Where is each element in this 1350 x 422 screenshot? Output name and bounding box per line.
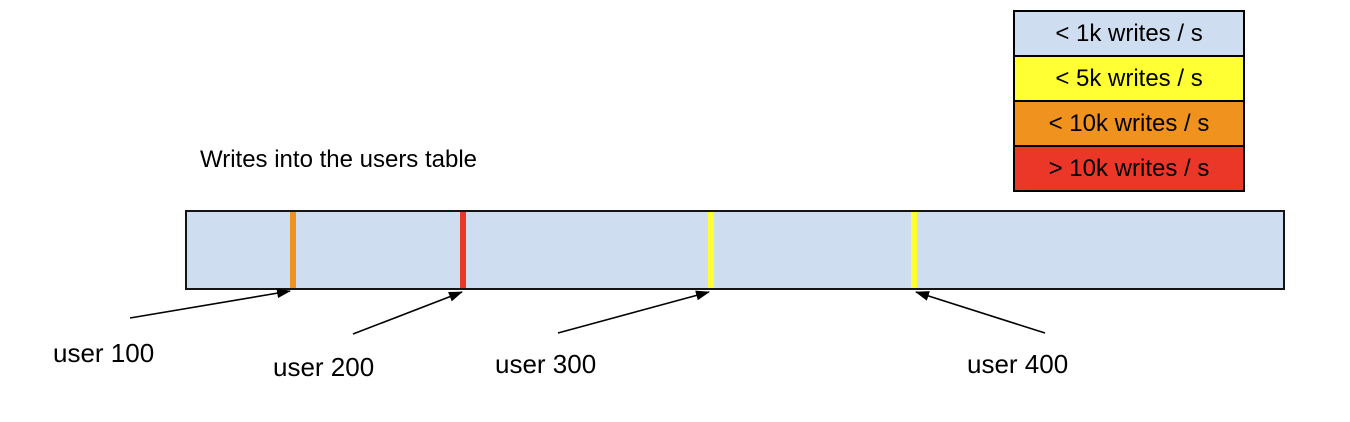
- arrow-user-300: [557, 290, 710, 334]
- write-rate-legend: < 1k writes / s< 5k writes / s< 10k writ…: [1013, 10, 1245, 192]
- label-user-100: user 100: [53, 338, 155, 368]
- legend-item-0: < 1k writes / s: [1015, 12, 1243, 57]
- users-table-bar: [185, 210, 1285, 290]
- marker-user-100: [290, 212, 296, 288]
- label-user-400: user 400: [967, 349, 1069, 379]
- arrow-user-200: [352, 291, 463, 335]
- legend-item-3: > 10k writes / s: [1015, 147, 1243, 190]
- diagram-title: Writes into the users table: [200, 146, 478, 173]
- marker-user-400: [911, 212, 917, 288]
- label-user-200: user 200: [273, 352, 375, 382]
- legend-item-2: < 10k writes / s: [1015, 102, 1243, 147]
- label-user-300: user 300: [495, 349, 597, 379]
- legend-item-1: < 5k writes / s: [1015, 57, 1243, 102]
- arrow-user-400: [915, 291, 1046, 334]
- arrow-user-100: [129, 288, 291, 319]
- marker-user-300: [708, 212, 714, 288]
- marker-user-200: [460, 212, 466, 288]
